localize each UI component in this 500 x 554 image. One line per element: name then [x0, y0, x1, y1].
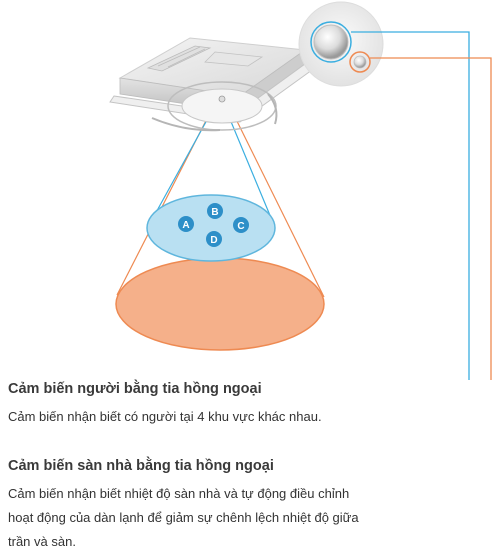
people-sensor-title: Cảm biến người bằng tia hồng ngoại	[8, 381, 262, 397]
svg-text:D: D	[210, 235, 217, 246]
sensor-diagram: A B C D	[109, 1, 492, 380]
floor-area	[115, 257, 325, 351]
people-sensor-leader	[351, 31, 470, 380]
floor-sensor-lens	[353, 55, 367, 69]
cassette-ac-unit	[109, 37, 313, 132]
zone-badge-a: A	[178, 216, 194, 232]
floor-sensor-description: Cảm biến nhận biết nhiệt độ sàn nhà và t…	[8, 486, 359, 549]
people-sensor-section: Cảm biến người bằng tia hồng ngoại Cảm b…	[8, 381, 368, 429]
people-sensor-description: Cảm biến nhận biết có người tại 4 khu vự…	[8, 409, 322, 424]
svg-text:C: C	[237, 221, 244, 232]
people-sensor-lens	[313, 24, 349, 60]
zone-badge-c: C	[233, 217, 249, 233]
floor-sensor-leader	[370, 57, 492, 380]
zone-badge-d: D	[206, 231, 222, 247]
svg-text:B: B	[211, 207, 218, 218]
sensor-closeup	[298, 1, 384, 87]
people-zone	[146, 194, 276, 262]
floor-cone-right	[227, 102, 325, 298]
svg-text:A: A	[182, 220, 189, 231]
floor-sensor-section: Cảm biến sàn nhà bằng tia hồng ngoại Cảm…	[8, 458, 368, 554]
floor-sensor-title: Cảm biến sàn nhà bằng tia hồng ngoại	[8, 458, 274, 474]
zone-badge-b: B	[207, 203, 223, 219]
